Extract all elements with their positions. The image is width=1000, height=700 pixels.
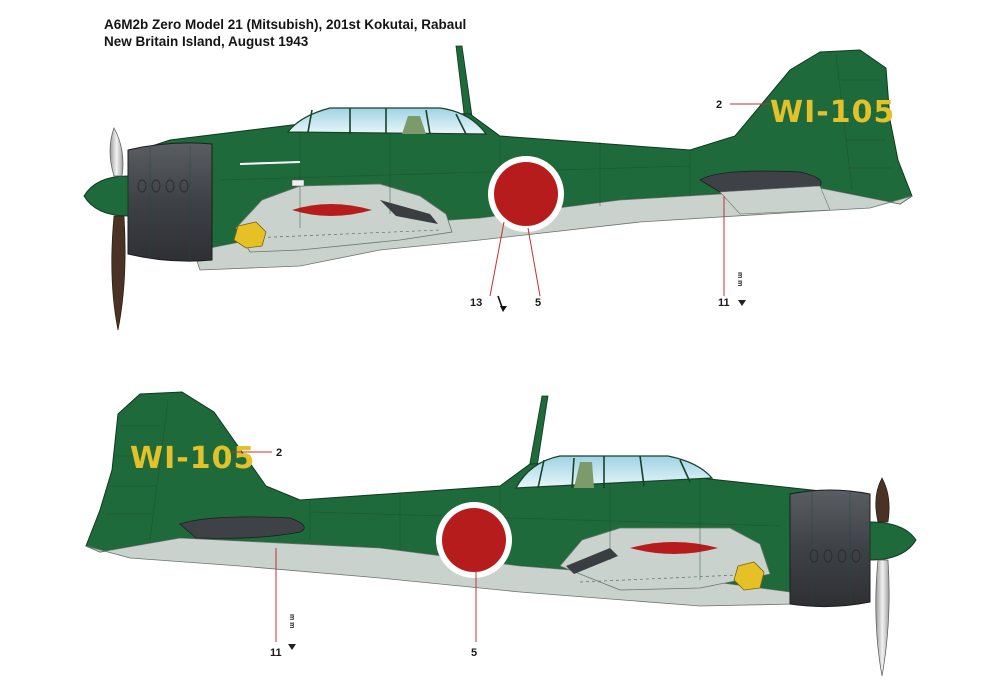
wing-root <box>235 183 453 253</box>
wheel-well <box>380 200 438 224</box>
leading-edge-yellow <box>233 221 267 249</box>
caption-line-2: New Britain Island, August 1943 <box>104 34 309 49</box>
wheel-well <box>566 548 618 574</box>
engine-cowling <box>127 142 213 262</box>
caption: A6M2b Zero Model 21 (Mitsubish), 201st K… <box>104 16 466 50</box>
wing-hinomaru-edge <box>630 542 718 554</box>
tail-code-text: WI-105 <box>130 441 255 476</box>
wing-root <box>559 527 771 591</box>
spinner <box>83 175 129 217</box>
tailplane-grey <box>719 185 831 215</box>
canopy <box>286 107 488 135</box>
headrest <box>402 116 426 134</box>
exhaust-port <box>291 179 305 187</box>
propeller-blade-bottom <box>111 215 126 331</box>
callout-13: 13 <box>470 297 482 309</box>
wing-hinomaru-edge <box>292 204 372 216</box>
callout-11: 11 <box>270 647 282 659</box>
leading-edge-yellow <box>733 561 765 591</box>
propeller-blade-bottom <box>875 559 890 677</box>
caption-line-1: A6M2b Zero Model 21 (Mitsubish), 201st K… <box>104 17 467 32</box>
tail-code-text: WI-105 <box>770 95 895 130</box>
callout-5: 5 <box>535 297 541 309</box>
engine-cowling <box>789 489 871 608</box>
spinner <box>869 521 917 561</box>
headrest <box>574 462 594 488</box>
canopy <box>514 455 714 489</box>
aircraft-profile-left: WI-105 m m 2 13 5 11 <box>83 45 913 331</box>
propeller-blade-top <box>109 127 124 177</box>
stencil-mark: m m <box>288 614 295 628</box>
callout-5: 5 <box>471 647 477 659</box>
callout-2: 2 <box>276 447 282 459</box>
callout-11: 11 <box>718 297 730 309</box>
callout-2: 2 <box>716 99 722 111</box>
propeller-blade-top <box>875 477 890 523</box>
aircraft-profile-right: WI-105 m m 2 5 11 <box>85 391 917 677</box>
horizontal-stabilizer <box>179 516 305 539</box>
stencil-mark: m m <box>736 272 743 286</box>
